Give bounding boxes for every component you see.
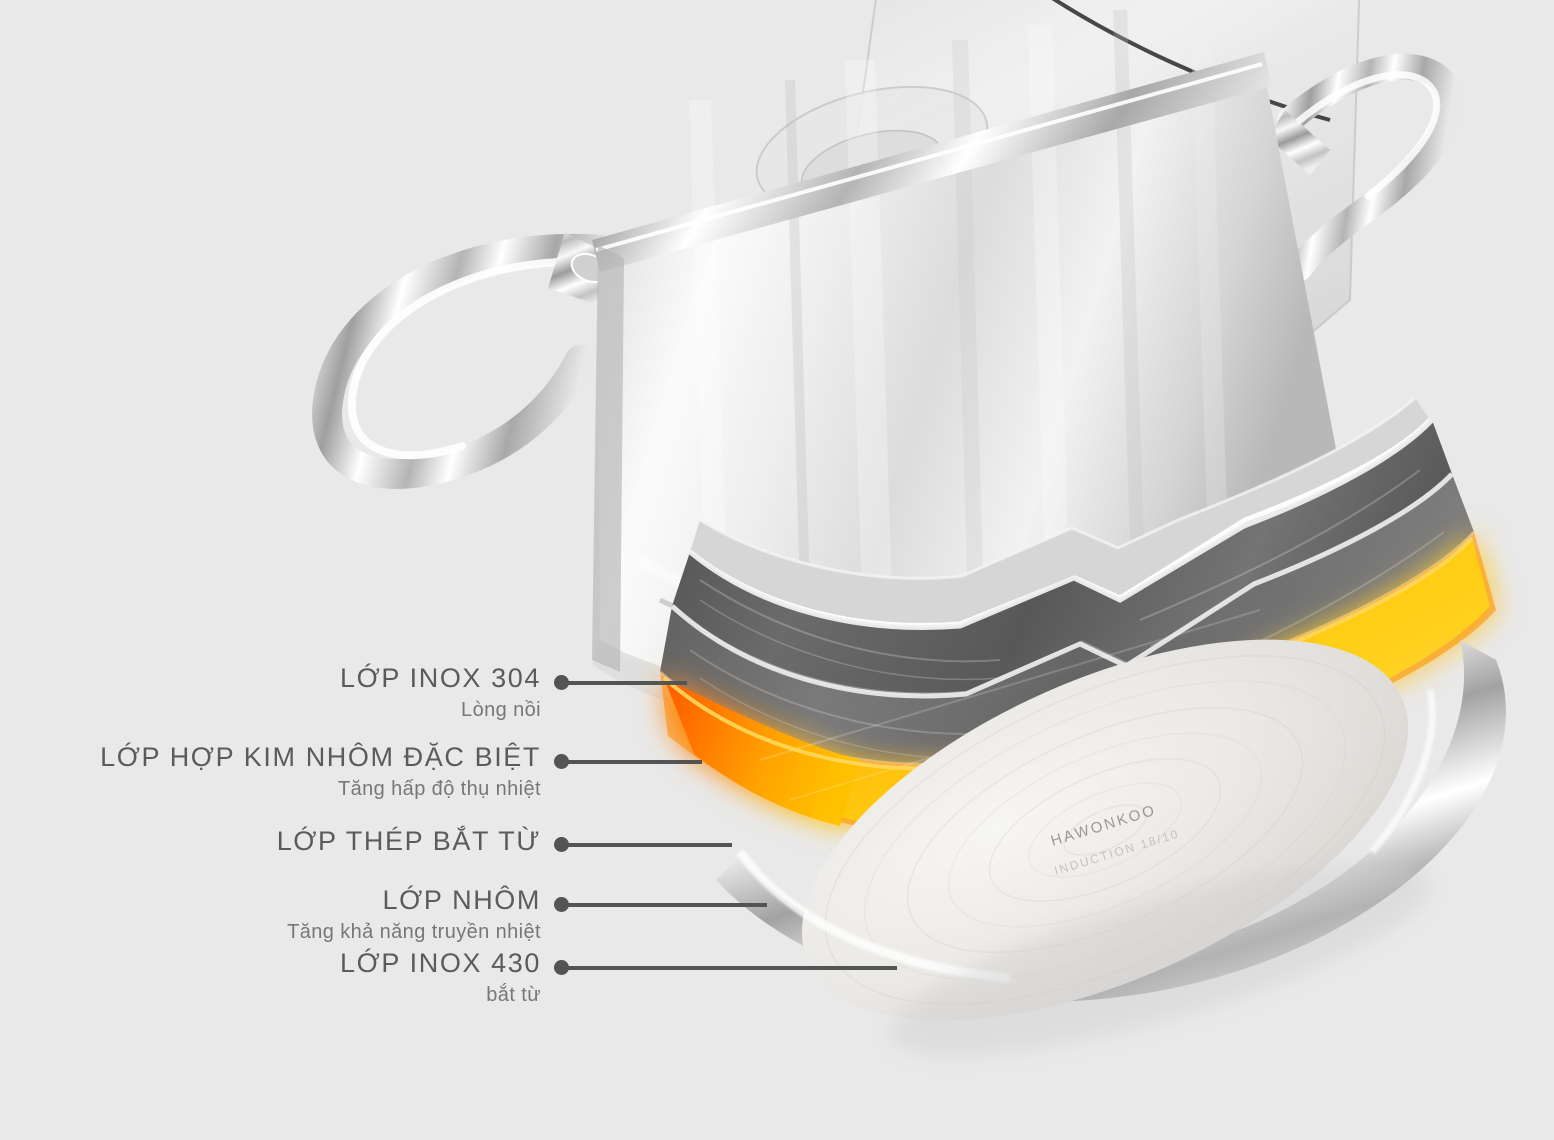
callout-magnetic-steel: LỚP THÉP BẮT TỪ bbox=[0, 826, 541, 856]
callout-aluminum: LỚP NHÔM Tăng khả năng truyền nhiệt bbox=[0, 886, 541, 945]
layer-magnetic-steel bbox=[659, 472, 1476, 766]
leader-line bbox=[567, 843, 732, 847]
callout-inox-304: LỚP INOX 304 Lòng nồi bbox=[0, 664, 541, 723]
pot-lid bbox=[755, 0, 1361, 514]
callout-title: LỚP NHÔM bbox=[382, 885, 541, 915]
svg-text:INDUCTION 18/10: INDUCTION 18/10 bbox=[1053, 826, 1181, 877]
callout-subtitle: Tăng khả năng truyền nhiệt bbox=[287, 921, 541, 944]
brand-etching: HAWONKOO bbox=[1049, 802, 1159, 850]
callout-title: LỚP INOX 430 bbox=[340, 948, 541, 978]
leader-dot-icon bbox=[554, 960, 569, 975]
leader-line bbox=[567, 966, 897, 970]
leader-dot-icon bbox=[554, 754, 569, 769]
callout-inox-430: LỚP INOX 430 bắt từ bbox=[0, 949, 541, 1008]
leader-dot-icon bbox=[554, 837, 569, 852]
leader-line bbox=[567, 903, 767, 907]
callout-subtitle: Tăng hấp độ thụ nhiệt bbox=[338, 778, 541, 801]
leader-line bbox=[567, 760, 702, 764]
leader-line bbox=[567, 681, 687, 685]
callout-title: LỚP THÉP BẮT TỪ bbox=[276, 826, 541, 856]
leader-dot-icon bbox=[554, 675, 569, 690]
pot-handle-left bbox=[312, 232, 625, 489]
callout-aluminum-alloy: LỚP HỢP KIM NHÔM ĐẶC BIỆT Tăng hấp độ th… bbox=[0, 743, 541, 802]
layer-aluminum-glow bbox=[660, 532, 1496, 840]
leader-dot-icon bbox=[554, 897, 569, 912]
callout-title: LỚP INOX 304 bbox=[340, 663, 541, 693]
callout-subtitle: Lòng nồi bbox=[461, 699, 541, 722]
callout-title: LỚP HỢP KIM NHÔM ĐẶC BIỆT bbox=[100, 742, 541, 772]
pot-handle-right bbox=[1268, 53, 1464, 281]
callout-subtitle: bắt từ bbox=[486, 984, 541, 1007]
layer-inox-304 bbox=[688, 396, 1432, 628]
pot-body bbox=[592, 0, 1340, 725]
layer-aluminum-alloy bbox=[671, 418, 1454, 696]
layer-inox-430: HAWONKOO INDUCTION 18/10 bbox=[716, 639, 1506, 1057]
